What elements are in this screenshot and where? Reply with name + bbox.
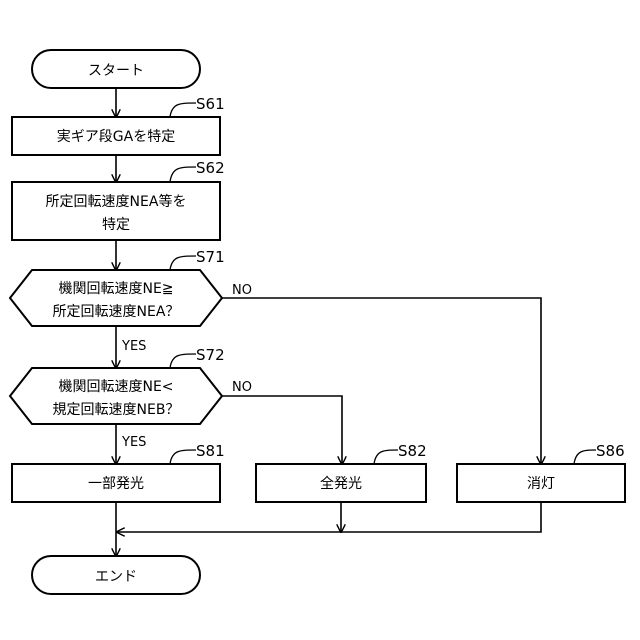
decision-s72-line2: 規定回転速度NEB？ — [53, 402, 180, 418]
step-leader-s61 — [170, 103, 196, 117]
step-leader-s72 — [170, 354, 196, 368]
step-leader-s71 — [170, 256, 196, 270]
step-label-s82: S82 — [398, 442, 427, 460]
process-s86-label: 消灯 — [527, 476, 555, 492]
step-label-s81: S81 — [196, 442, 225, 460]
step-leader-s86 — [574, 450, 596, 464]
decision-s71-line1: 機関回転速度NE≧ — [58, 281, 173, 297]
step-label-s62: S62 — [196, 159, 225, 177]
branch-label-s71-no: NO — [232, 283, 252, 298]
step-label-s72: S72 — [196, 346, 225, 364]
start-label: スタート — [88, 63, 144, 79]
branch-label-s71-yes: YES — [121, 339, 146, 354]
end-label: エンド — [95, 569, 137, 585]
branch-label-s72-yes: YES — [121, 435, 146, 450]
process-s62-line1: 所定回転速度NEA等を — [46, 193, 187, 210]
decision-s71-line2: 所定回転速度NEA？ — [53, 304, 180, 320]
arrow-s71-no-s86 — [222, 298, 541, 464]
arrow-s72-no-s82 — [222, 396, 342, 464]
step-label-s86: S86 — [596, 442, 625, 460]
step-label-s61: S61 — [196, 95, 225, 113]
step-leader-s81 — [170, 450, 196, 464]
step-leader-s82 — [374, 450, 398, 464]
process-s82-label: 全発光 — [320, 475, 362, 492]
process-s81-label: 一部発光 — [88, 476, 144, 492]
process-s62-line2: 特定 — [102, 217, 130, 233]
step-leader-s62 — [170, 167, 196, 182]
decision-s72-line1: 機関回転速度NE< — [58, 379, 173, 395]
process-s61-label: 実ギア段GAを特定 — [57, 129, 175, 145]
branch-label-s72-no: NO — [232, 380, 252, 395]
merge-s86 — [117, 502, 541, 532]
step-label-s71: S71 — [196, 248, 225, 266]
